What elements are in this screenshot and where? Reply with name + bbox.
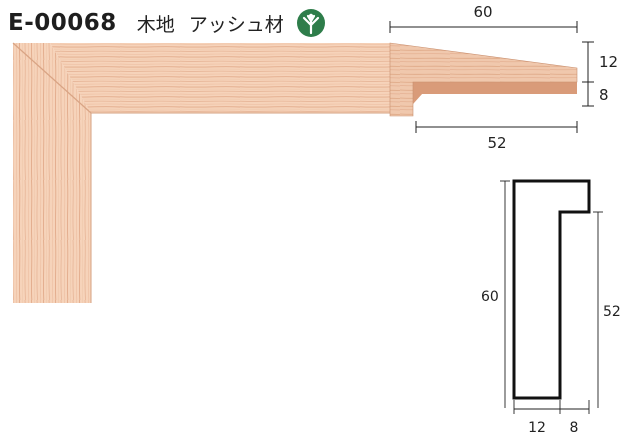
top-dimensions (389, 21, 594, 133)
finish-label: 木地 (136, 13, 175, 36)
miter-joint (12, 42, 92, 114)
section-rabbet-label: 8 (570, 420, 579, 436)
product-code: E-00068 (8, 10, 117, 36)
vertical-rail (13, 43, 91, 303)
top-height-label: 12 (599, 53, 618, 71)
top-inner-label: 52 (487, 134, 506, 152)
material-label: アッシュ材 (188, 13, 284, 36)
section-outline (512, 179, 591, 400)
profile-end (390, 43, 577, 116)
section-width-label: 12 (528, 420, 546, 436)
corner-sample (12, 42, 578, 303)
cross-section (512, 179, 591, 400)
top-rabbet-label: 8 (599, 86, 609, 104)
top-width-label: 60 (473, 3, 492, 21)
material-description: 木地アッシュ材 (137, 10, 284, 37)
section-dimensions (500, 180, 603, 414)
tree-icon (296, 9, 325, 37)
section-inner-label: 52 (603, 304, 621, 320)
product-header: E-00068 木地アッシュ材 (8, 6, 326, 40)
profile-rabbet-shade (413, 82, 577, 104)
horizontal-rail (13, 43, 390, 113)
section-height-label: 60 (481, 289, 499, 305)
